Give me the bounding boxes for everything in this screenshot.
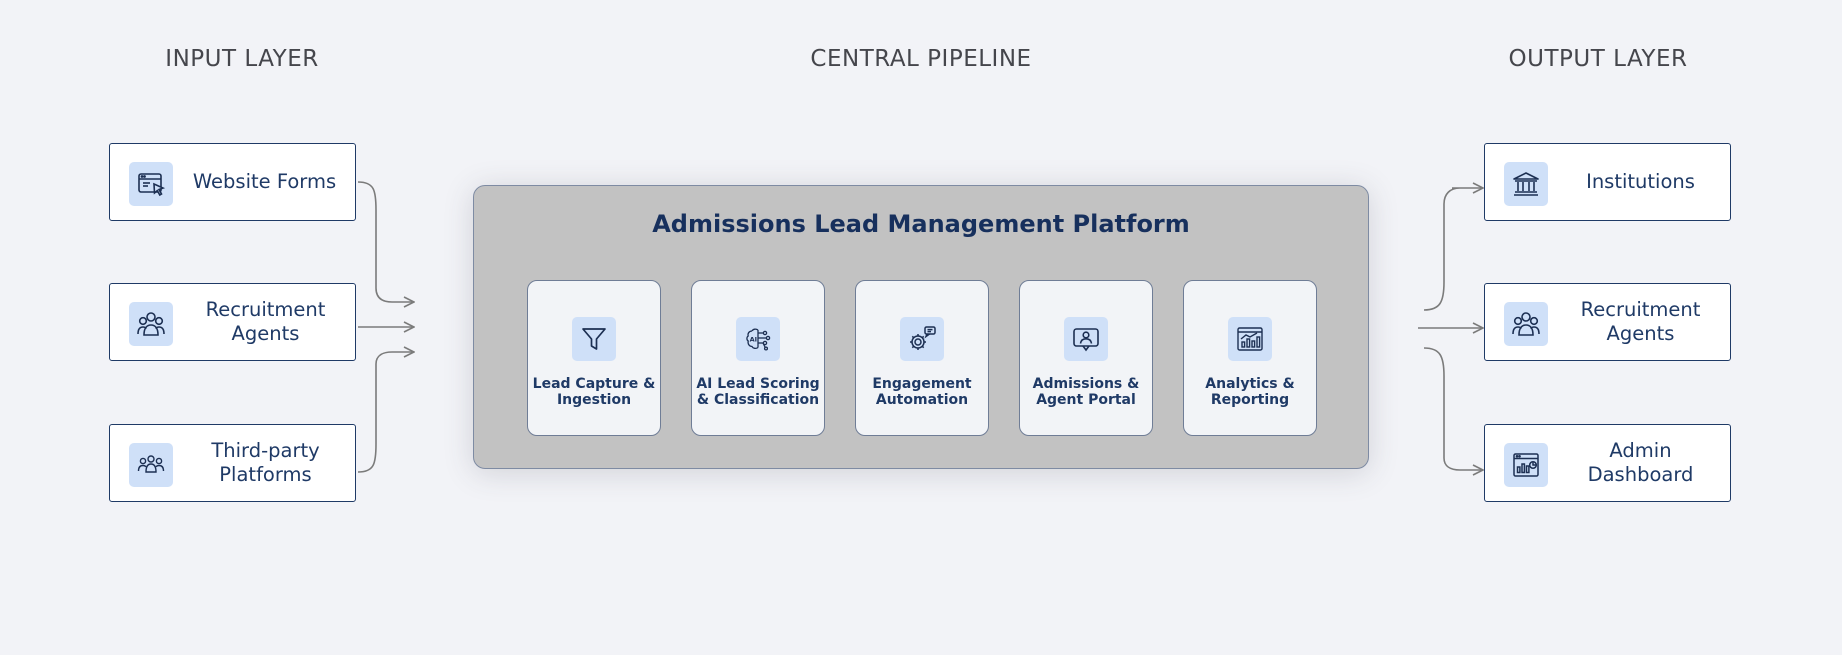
input-third-party-platforms: Third-party Platforms — [109, 424, 356, 502]
module-label: Lead Capture & Ingestion — [532, 376, 656, 408]
module-label: Admissions & Agent Portal — [1032, 376, 1140, 408]
output-recruitment-agents: Recruitment Agents — [1484, 283, 1731, 361]
chart-icon — [1228, 317, 1272, 361]
dashboard-icon — [1504, 443, 1548, 487]
module-label: Engagement Automation — [872, 376, 972, 408]
output-label: Admin Dashboard — [1587, 439, 1694, 486]
module-ai-lead-scoring: AI AI Lead Scoring & Classification — [691, 280, 825, 436]
arrow-third-party — [357, 352, 414, 473]
input-label: Website Forms — [192, 170, 337, 193]
arrow-website-forms — [357, 181, 414, 302]
module-analytics-reporting: Analytics & Reporting — [1183, 280, 1317, 436]
output-layer-title: OUTPUT LAYER — [1508, 46, 1688, 72]
output-label: Institutions — [1586, 170, 1695, 193]
module-label: Analytics & Reporting — [1205, 376, 1295, 408]
platform-title: Admissions Lead Management Platform — [652, 210, 1190, 238]
ai-brain-icon: AI — [736, 317, 780, 361]
browser-cursor-icon — [129, 162, 173, 206]
input-recruitment-agents: Recruitment Agents — [109, 283, 356, 361]
output-institutions: Institutions — [1484, 143, 1731, 221]
svg-text:AI: AI — [750, 336, 757, 344]
module-admissions-portal: Admissions & Agent Portal — [1019, 280, 1153, 436]
lead-management-platform: Admissions Lead Management Platform Lead… — [473, 185, 1369, 469]
input-layer-title: INPUT LAYER — [165, 46, 319, 72]
institution-icon — [1504, 162, 1548, 206]
output-admin-dashboard: Admin Dashboard — [1484, 424, 1731, 502]
central-pipeline-title: CENTRAL PIPELINE — [810, 46, 1032, 72]
users-network-icon — [129, 443, 173, 487]
arrow-institutions — [1423, 188, 1483, 311]
output-label: Recruitment Agents — [1580, 298, 1701, 345]
input-website-forms: Website Forms — [109, 143, 356, 221]
input-label: Third-party Platforms — [211, 439, 320, 486]
people-group-icon — [129, 302, 173, 346]
module-engagement-automation: Engagement Automation — [855, 280, 989, 436]
funnel-icon — [572, 317, 616, 361]
people-group-icon — [1504, 302, 1548, 346]
gear-chat-icon — [900, 317, 944, 361]
arrow-admin-dashboard — [1423, 347, 1483, 470]
module-label: AI Lead Scoring & Classification — [696, 376, 820, 408]
input-label: Recruitment Agents — [205, 298, 326, 345]
module-lead-capture: Lead Capture & Ingestion — [527, 280, 661, 436]
portal-user-icon — [1064, 317, 1108, 361]
